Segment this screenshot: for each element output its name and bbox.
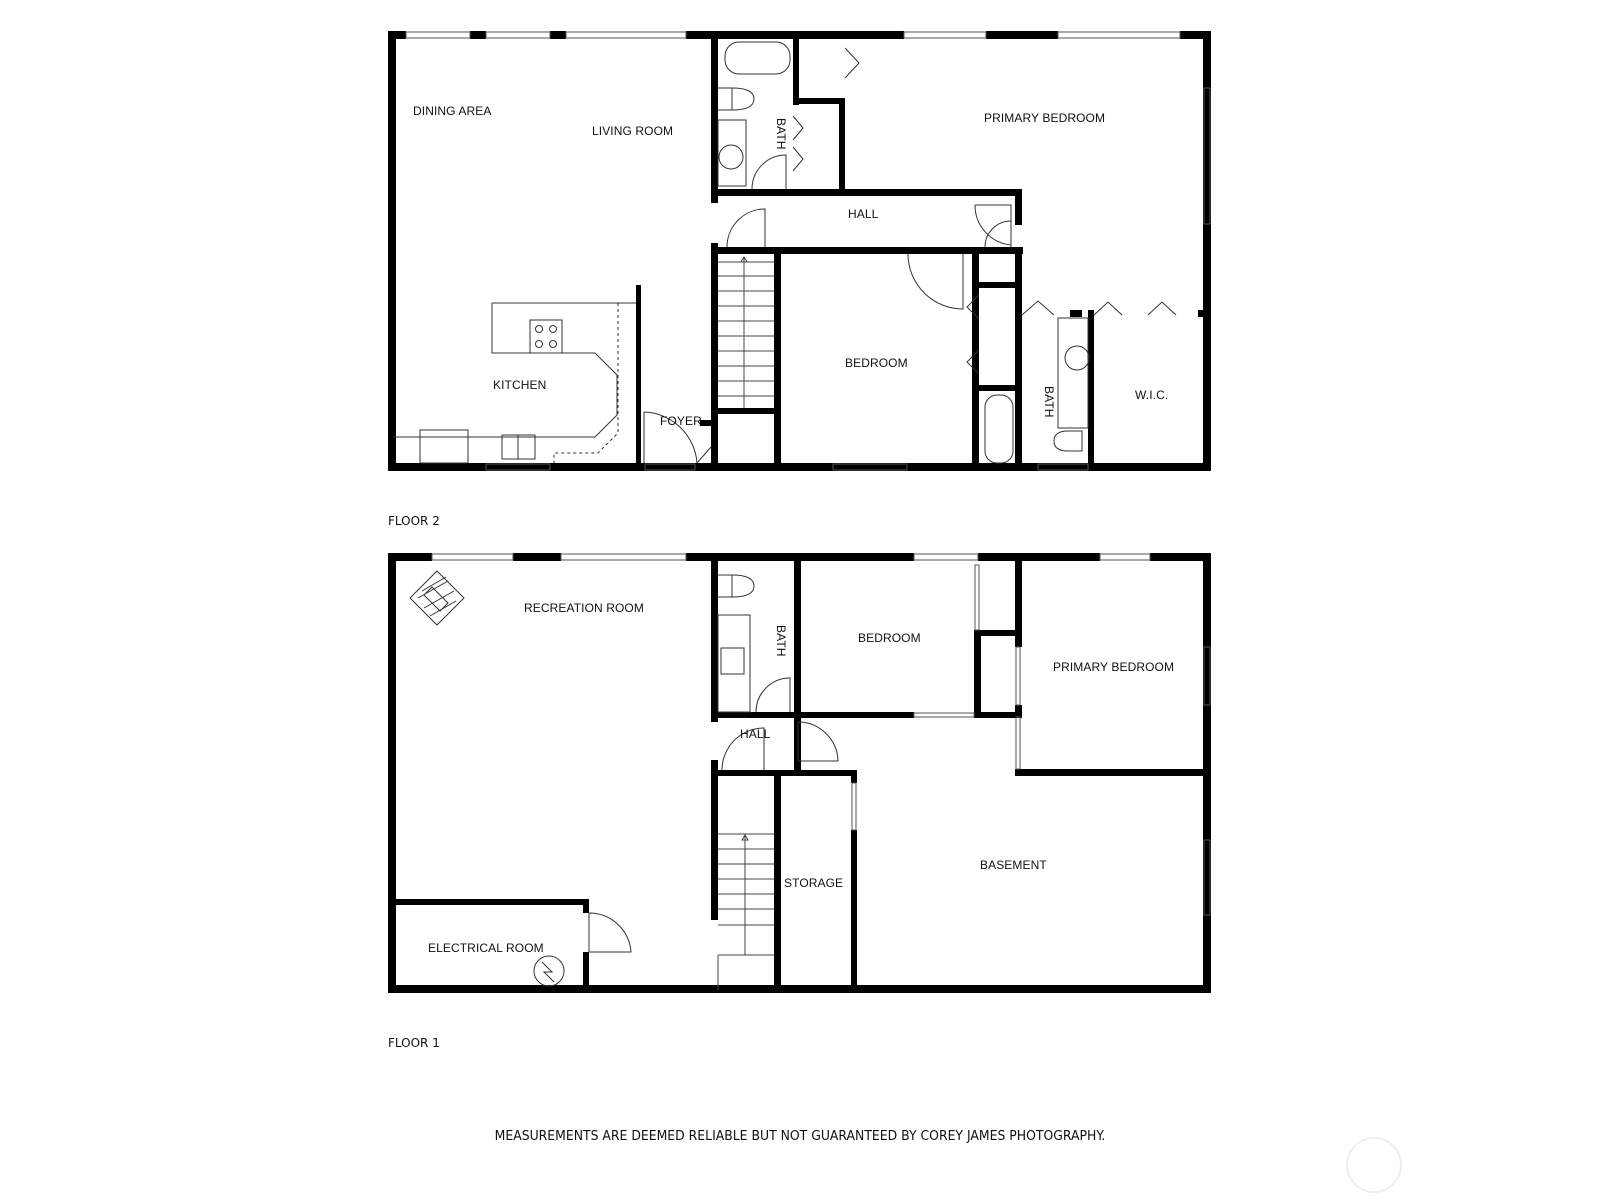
room-label-bedroom-upper: BEDROOM bbox=[845, 356, 908, 370]
stairs-icon bbox=[718, 256, 774, 408]
room-label-primary-bedroom-lower: PRIMARY BEDROOM bbox=[1053, 660, 1175, 674]
room-label-dining-area: DINING AREA bbox=[413, 104, 492, 118]
room-label-electrical-room: ELECTRICAL ROOM bbox=[428, 941, 544, 955]
floor-2-fixtures bbox=[393, 41, 1177, 464]
room-label-kitchen: KITCHEN bbox=[493, 378, 547, 392]
room-label-hall-upper: HALL bbox=[848, 207, 879, 221]
room-label-storage: STORAGE bbox=[784, 876, 844, 890]
room-label-basement: BASEMENT bbox=[980, 858, 1047, 872]
floor-1-label: FLOOR 1 bbox=[388, 1036, 440, 1050]
floor-2-label: FLOOR 2 bbox=[388, 514, 440, 528]
disclaimer-text: MEASUREMENTS ARE DEEMED RELIABLE BUT NOT… bbox=[494, 1128, 1106, 1144]
floor-2-windows bbox=[405, 31, 1211, 471]
room-label-living-room: LIVING ROOM bbox=[592, 124, 674, 138]
room-label-foyer: FOYER bbox=[660, 414, 702, 428]
floor-2-walls bbox=[388, 31, 1211, 471]
watermark-logo-icon bbox=[1346, 1137, 1402, 1193]
room-label-hall-lower: HALL bbox=[740, 727, 771, 741]
room-label-wic: W.I.C. bbox=[1135, 388, 1169, 402]
room-label-bath-upper: BATH bbox=[774, 118, 788, 150]
room-label-primary-bedroom-upper: PRIMARY BEDROOM bbox=[984, 111, 1106, 125]
room-label-bath-lower: BATH bbox=[774, 625, 788, 657]
room-label-bedroom-lower: BEDROOM bbox=[858, 631, 921, 645]
room-label-recreation-room: RECREATION ROOM bbox=[524, 601, 644, 615]
room-label-bath-primary: BATH bbox=[1042, 386, 1056, 418]
